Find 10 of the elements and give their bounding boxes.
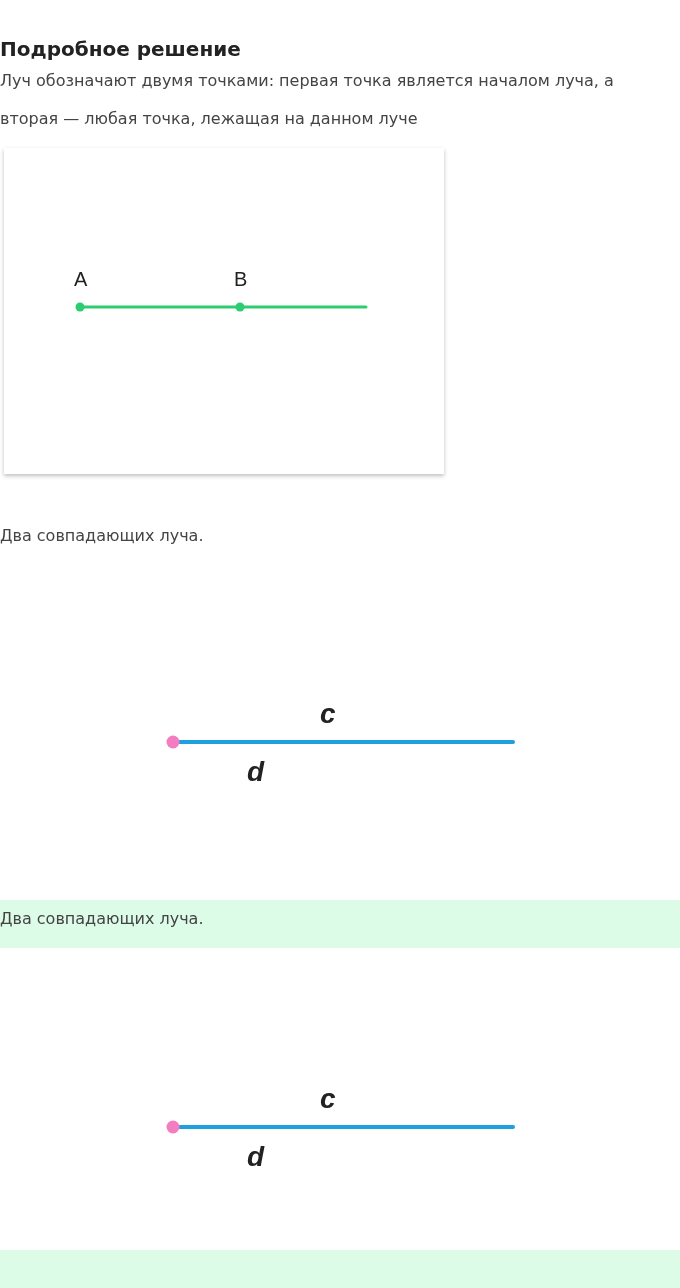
paragraph-text: Луч обозначают двумя точками: первая точка является началом луча, а вторая — любая точка, лежащая на данном луче <box>0 70 615 130</box>
ray-label: d <box>247 756 265 788</box>
point-label: A <box>74 268 88 291</box>
ray-label: c <box>320 698 336 730</box>
ray-label: c <box>320 1083 336 1115</box>
caption-text: Два совпадающих луча. <box>0 526 204 545</box>
caption-text: Два совпадающих луча. <box>0 909 204 928</box>
heading: Подробное решение <box>0 37 241 61</box>
ray-label: d <box>247 1141 265 1173</box>
point-label: B <box>234 268 248 291</box>
